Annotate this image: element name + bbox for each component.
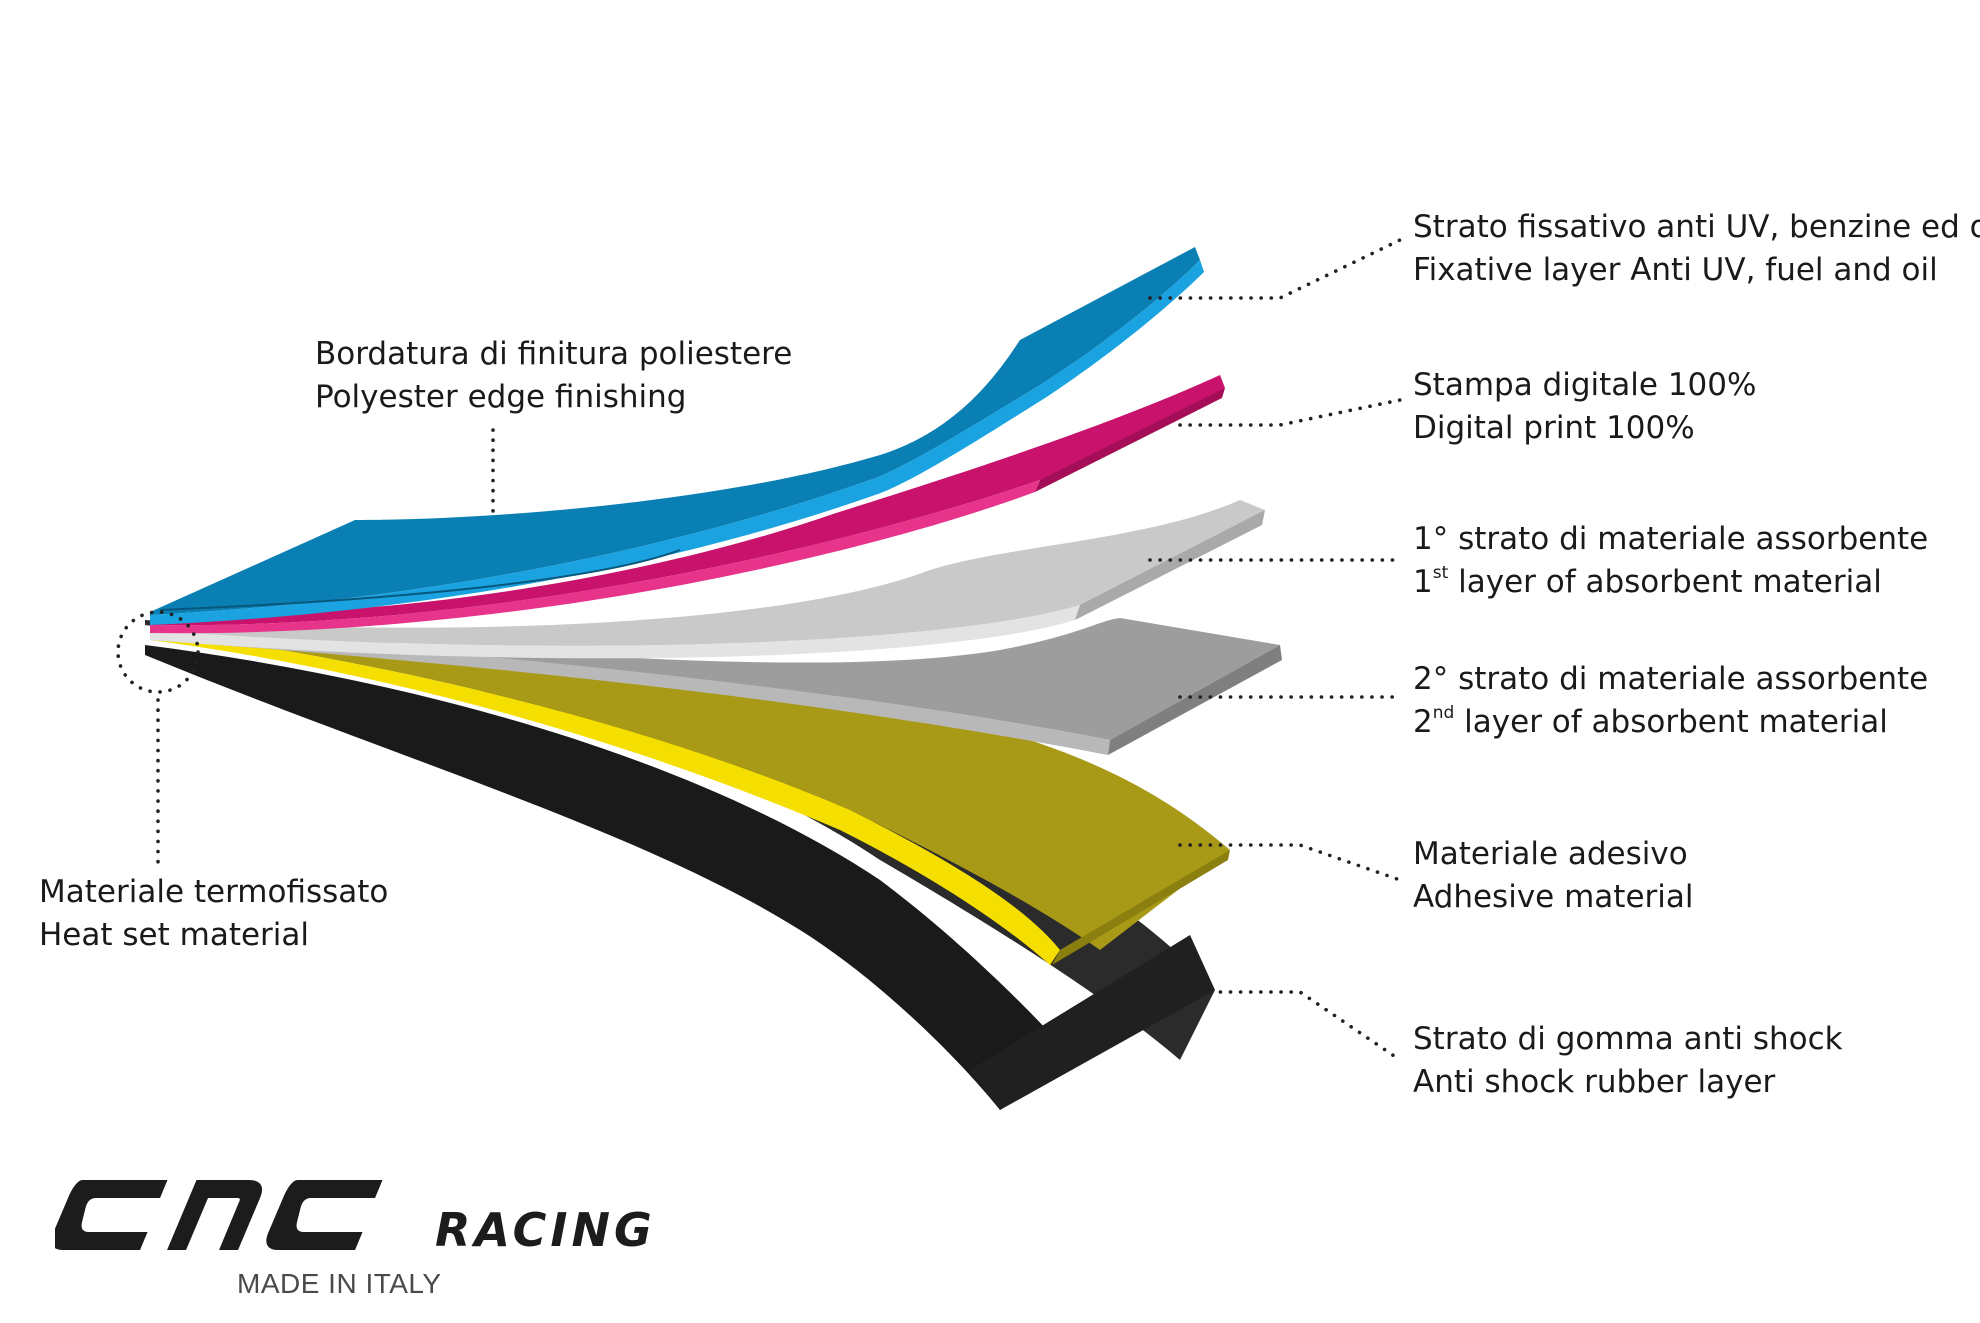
label-absorbent2-rest: layer of absorbent material [1454, 704, 1888, 740]
print-layer-front [1035, 388, 1225, 492]
absorbent1-layer [150, 500, 1265, 659]
print-layer [150, 375, 1225, 634]
heatset-callout-circle [116, 610, 200, 694]
adhesive-layer [150, 630, 1230, 965]
label-adhesive-en: Adhesive material [1413, 879, 1694, 915]
fixative-layer-inner-line [159, 549, 681, 611]
label-absorbent2-sup: nd [1432, 702, 1455, 723]
leader-rubber [1178, 990, 1402, 1062]
brand-logo: RACING MADE IN ITALY [51, 1170, 675, 1310]
label-heatset-it: Materiale termofissato [39, 874, 389, 910]
label-adhesive-it: Materiale adesivo [1413, 836, 1688, 872]
label-absorbent2-it: 2° strato di materiale assorbente [1413, 661, 1929, 697]
absorbent2-layer-front [1108, 645, 1282, 755]
label-absorbent2-en: 2nd layer of absorbent material [1413, 701, 1928, 744]
label-absorbent2-num: 2 [1413, 704, 1433, 740]
label-rubber-en: Anti shock rubber layer [1413, 1064, 1776, 1100]
leader-lines [116, 238, 1402, 1062]
rubber-layer-side [145, 645, 1070, 1110]
fixative-layer-face [150, 247, 1200, 615]
label-print-en: Digital print 100% [1413, 410, 1695, 446]
label-absorbent1-en: 1st layer of absorbent material [1413, 561, 1928, 604]
racing-wordmark: RACING [435, 1203, 656, 1257]
fixative-layer [150, 247, 1204, 625]
label-heatset: Materiale termofissato Heat set material [39, 871, 388, 957]
label-fixative-it: Strato fissativo anti UV, benzine ed oli [1413, 209, 1980, 245]
leader-fixative [1148, 238, 1402, 300]
label-absorbent1: 1° strato di materiale assorbente 1st la… [1413, 518, 1928, 604]
label-rubber-it: Strato di gomma anti shock [1413, 1021, 1843, 1057]
absorbent1-layer-face [150, 500, 1265, 646]
label-fixative-en: Fixative layer Anti UV, fuel and oil [1413, 252, 1938, 288]
label-rubber: Strato di gomma anti shock Anti shock ru… [1413, 1018, 1843, 1104]
cnc-wordmark [51, 1180, 383, 1250]
label-absorbent2: 2° strato di materiale assorbente 2nd la… [1413, 658, 1928, 744]
label-edge-it: Bordatura di finitura poliestere [315, 336, 793, 372]
leader-print [1178, 398, 1402, 427]
absorbent1-layer-front [1075, 510, 1265, 620]
label-edge-en: Polyester edge finishing [315, 379, 687, 415]
made-in-italy-tagline: MADE IN ITALY [237, 1268, 442, 1299]
leader-adhesive [1178, 843, 1402, 882]
label-absorbent1-sup: st [1432, 562, 1449, 583]
label-fixative: Strato fissativo anti UV, benzine ed oli… [1413, 206, 1980, 292]
label-absorbent1-num: 1 [1413, 564, 1433, 600]
absorbent1-layer-edge [150, 605, 1080, 659]
label-print-it: Stampa digitale 100% [1413, 367, 1757, 403]
rubber-layer-front [970, 935, 1215, 1110]
label-edge: Bordatura di finitura poliestere Polyest… [315, 333, 792, 419]
label-adhesive: Materiale adesivo Adhesive material [1413, 833, 1693, 919]
label-absorbent1-it: 1° strato di materiale assorbente [1413, 521, 1929, 557]
label-heatset-en: Heat set material [39, 917, 310, 953]
label-absorbent1-rest: layer of absorbent material [1448, 564, 1882, 600]
adhesive-layer-front [1052, 850, 1230, 965]
label-print: Stampa digitale 100% Digital print 100% [1413, 364, 1756, 450]
